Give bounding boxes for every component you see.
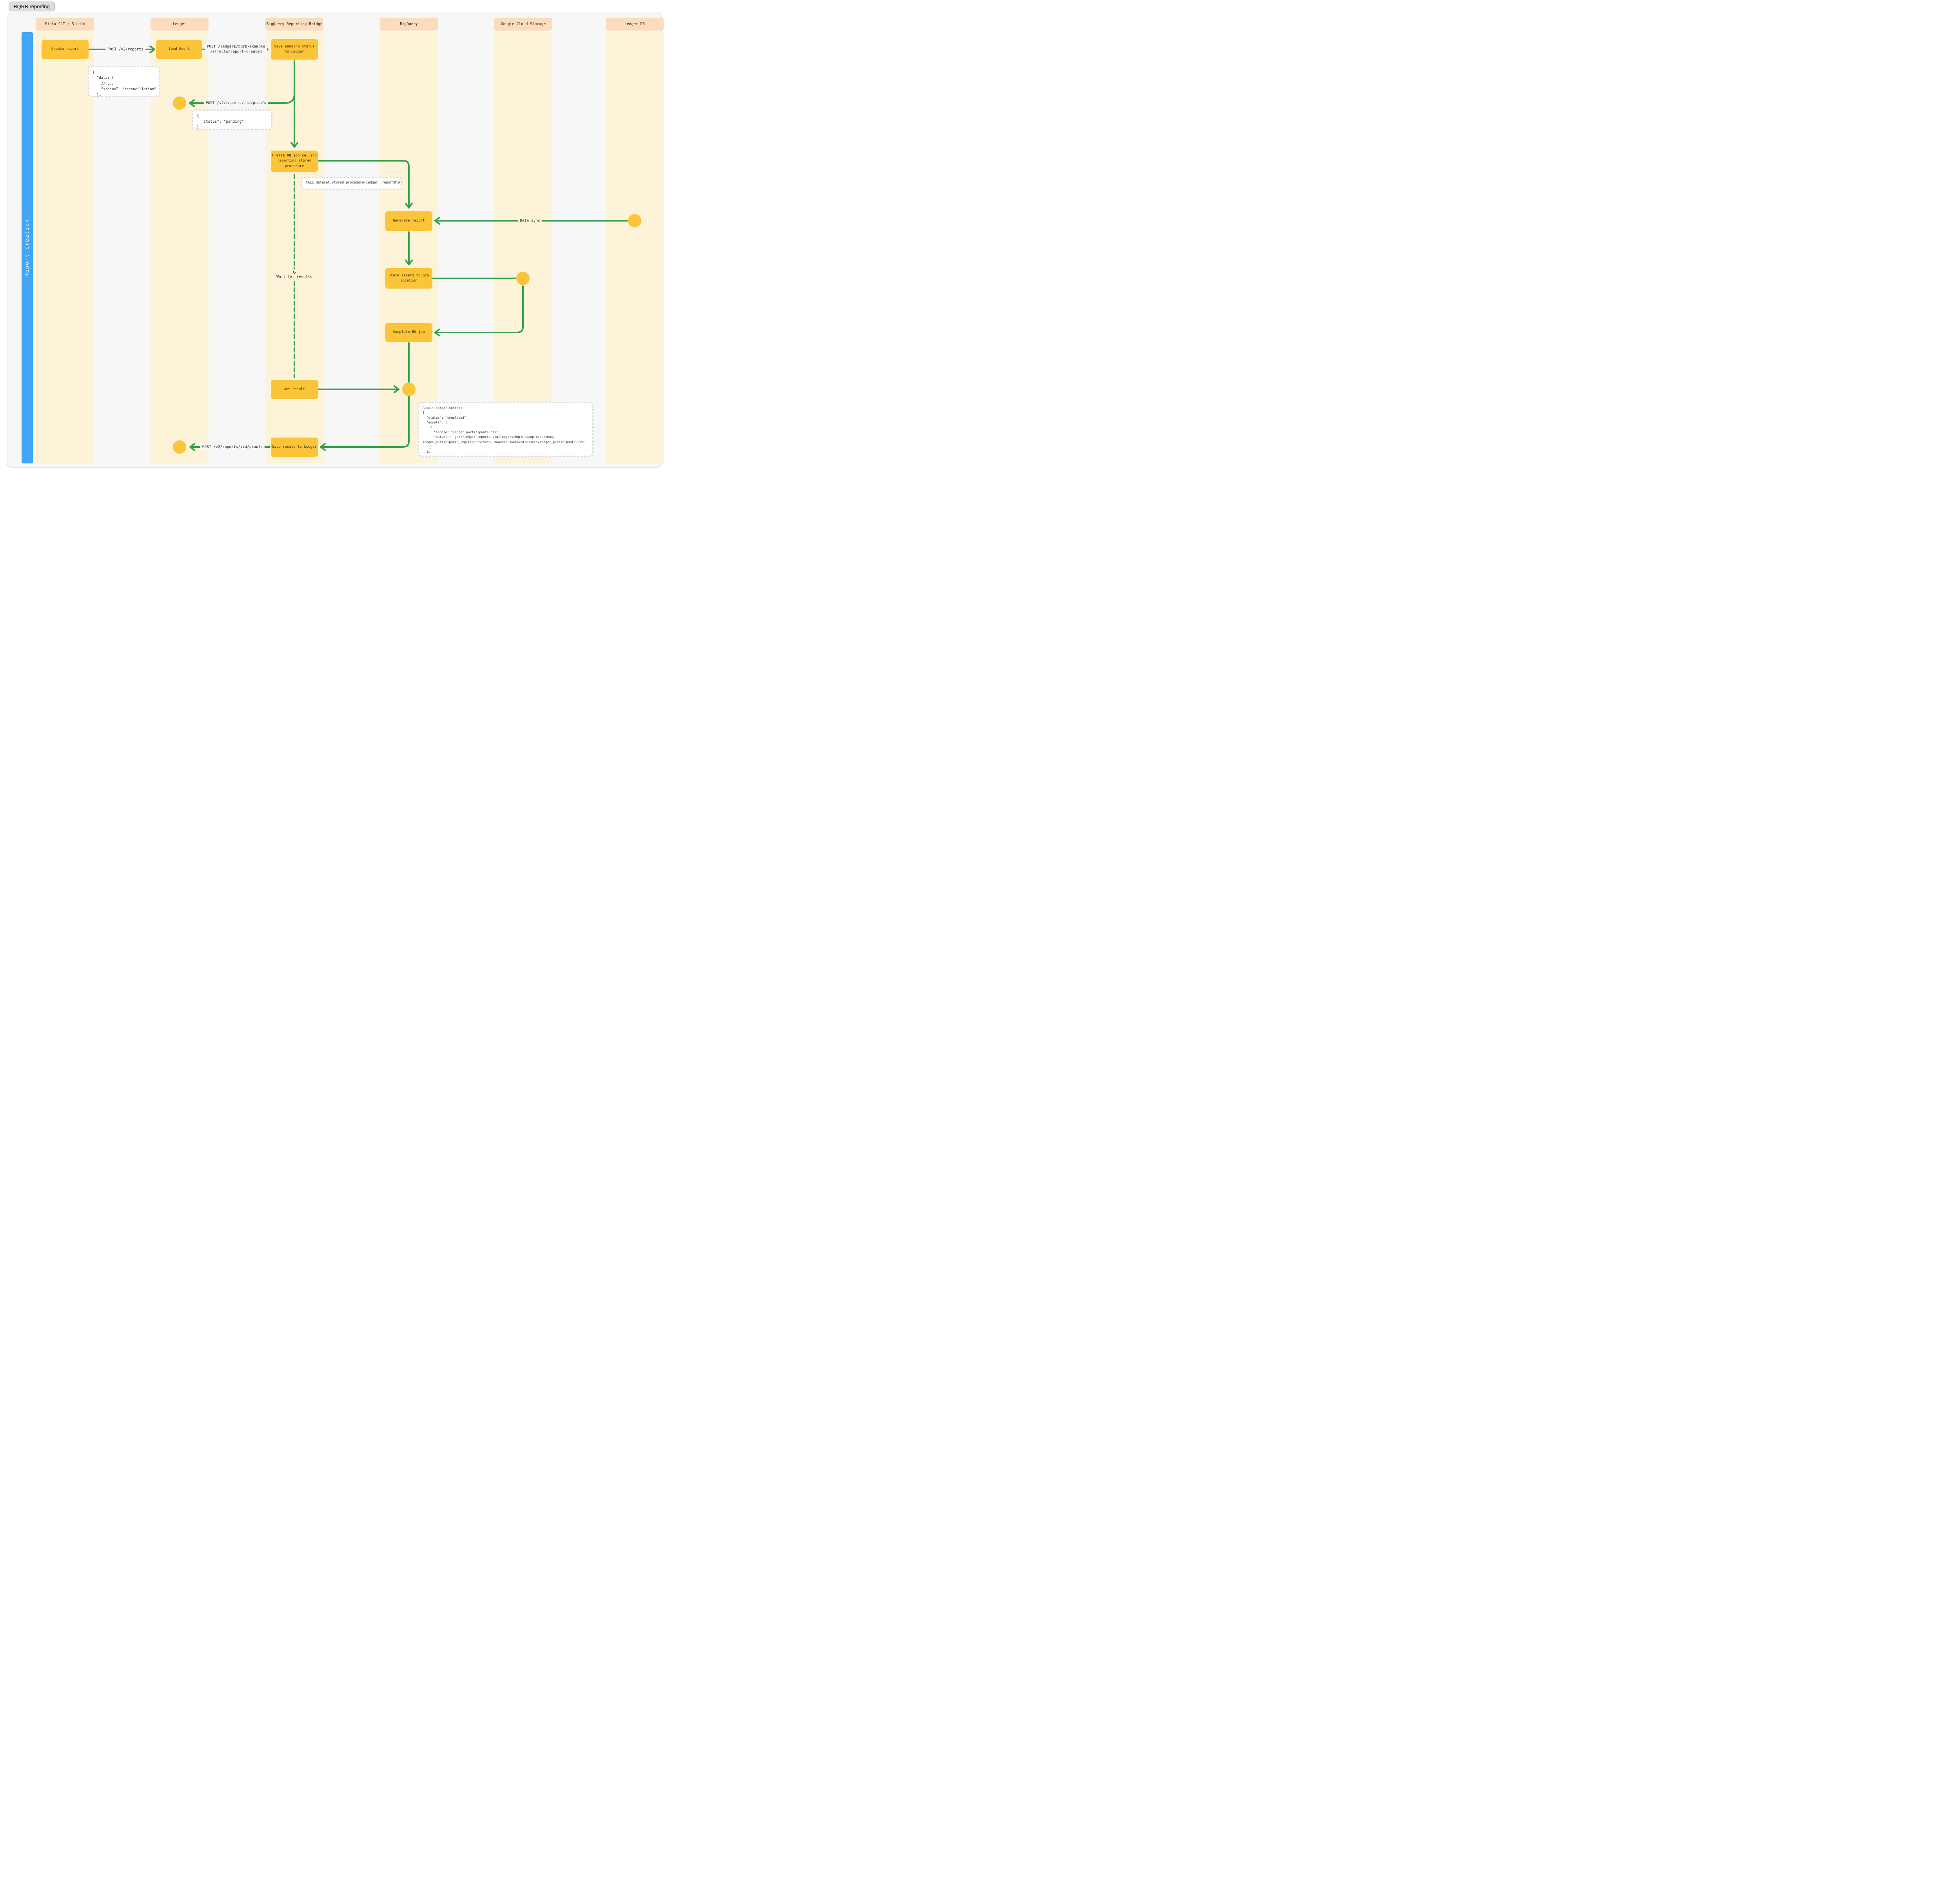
step-generate-report: Generate report	[385, 211, 432, 231]
step-save-pending-status: Save pending status to Ledger	[271, 39, 318, 60]
step-complete-bq-job: Complete BQ job	[385, 323, 432, 342]
diagram-canvas: BQRB reporting Minka CLI / Studio Ledger…	[0, 0, 668, 470]
step-store-assets: Store assets to GCS location	[385, 268, 432, 289]
endpoint-dot-ledgerdb-sync	[628, 214, 641, 227]
endpoint-dot-gcs-store	[516, 272, 530, 285]
section-bar-report-creation: Report creation	[22, 32, 33, 463]
lane-band-minka	[36, 32, 94, 463]
step-create-bq-job: Create BQ job calling reporting stored p…	[271, 151, 318, 172]
endpoint-dot-bigquery-result	[402, 383, 416, 396]
actor-bigquery-reporting-bridge: BigQuery Reporting Bridge	[265, 18, 323, 31]
actor-minka-cli-studio: Minka CLI / Studio	[36, 18, 94, 31]
message-post-proofs-pending: POST /v2/reports/:id/proofs	[203, 100, 269, 106]
note-pending-payload-text: { "status": "pending" }	[197, 114, 244, 130]
wait-for-results-label: ↻ Wait for results	[274, 269, 315, 280]
note-pending-payload: { "status": "pending" }	[192, 109, 272, 130]
lane-band-gcs	[494, 32, 552, 463]
message-post-proofs-result: POST /v2/reports/:id/proofs	[200, 444, 265, 450]
note-report-payload-text: { “data: { // ... “schema”: “reconciliat…	[93, 71, 156, 97]
note-call-procedure: CALL dataset.stored_procedure(ledger, re…	[301, 177, 402, 190]
note-result-payload-text: Result (proof custom): { "status": "comp…	[423, 406, 585, 454]
diagram-title-badge: BQRB reporting	[9, 2, 55, 11]
endpoint-dot-ledger-pending	[173, 96, 186, 110]
message-data-sync: Data sync	[518, 218, 542, 224]
actor-ledger-db: Ledger DB	[606, 18, 664, 31]
step-save-result: Save result to Ledger	[271, 438, 318, 457]
step-send-event: Send Event	[156, 40, 202, 59]
retry-loop-icon: ↻	[293, 269, 296, 275]
lane-band-ledgerdb	[606, 32, 664, 463]
actor-google-cloud-storage: Google Cloud Storage	[494, 18, 552, 31]
actor-ledger: Ledger	[151, 18, 209, 31]
note-report-payload: { “data: { // ... “schema”: “reconciliat…	[88, 66, 160, 97]
note-call-procedure-text: CALL dataset.stored_procedure(ledger, re…	[306, 181, 402, 185]
endpoint-dot-ledger-result	[173, 440, 186, 454]
note-result-payload: Result (proof custom): { "status": "comp…	[418, 402, 593, 457]
message-post-effects-report-created: POST /ledgers/bqrb-example /effects/repo…	[205, 44, 267, 55]
message-post-v2-reports: POST /v2/reports	[105, 46, 145, 53]
actor-bigquery: BigQuery	[380, 18, 438, 31]
step-get-result: Get result	[271, 380, 318, 399]
step-create-report: Create report	[42, 40, 89, 59]
wait-for-results-text: Wait for results	[276, 275, 312, 280]
